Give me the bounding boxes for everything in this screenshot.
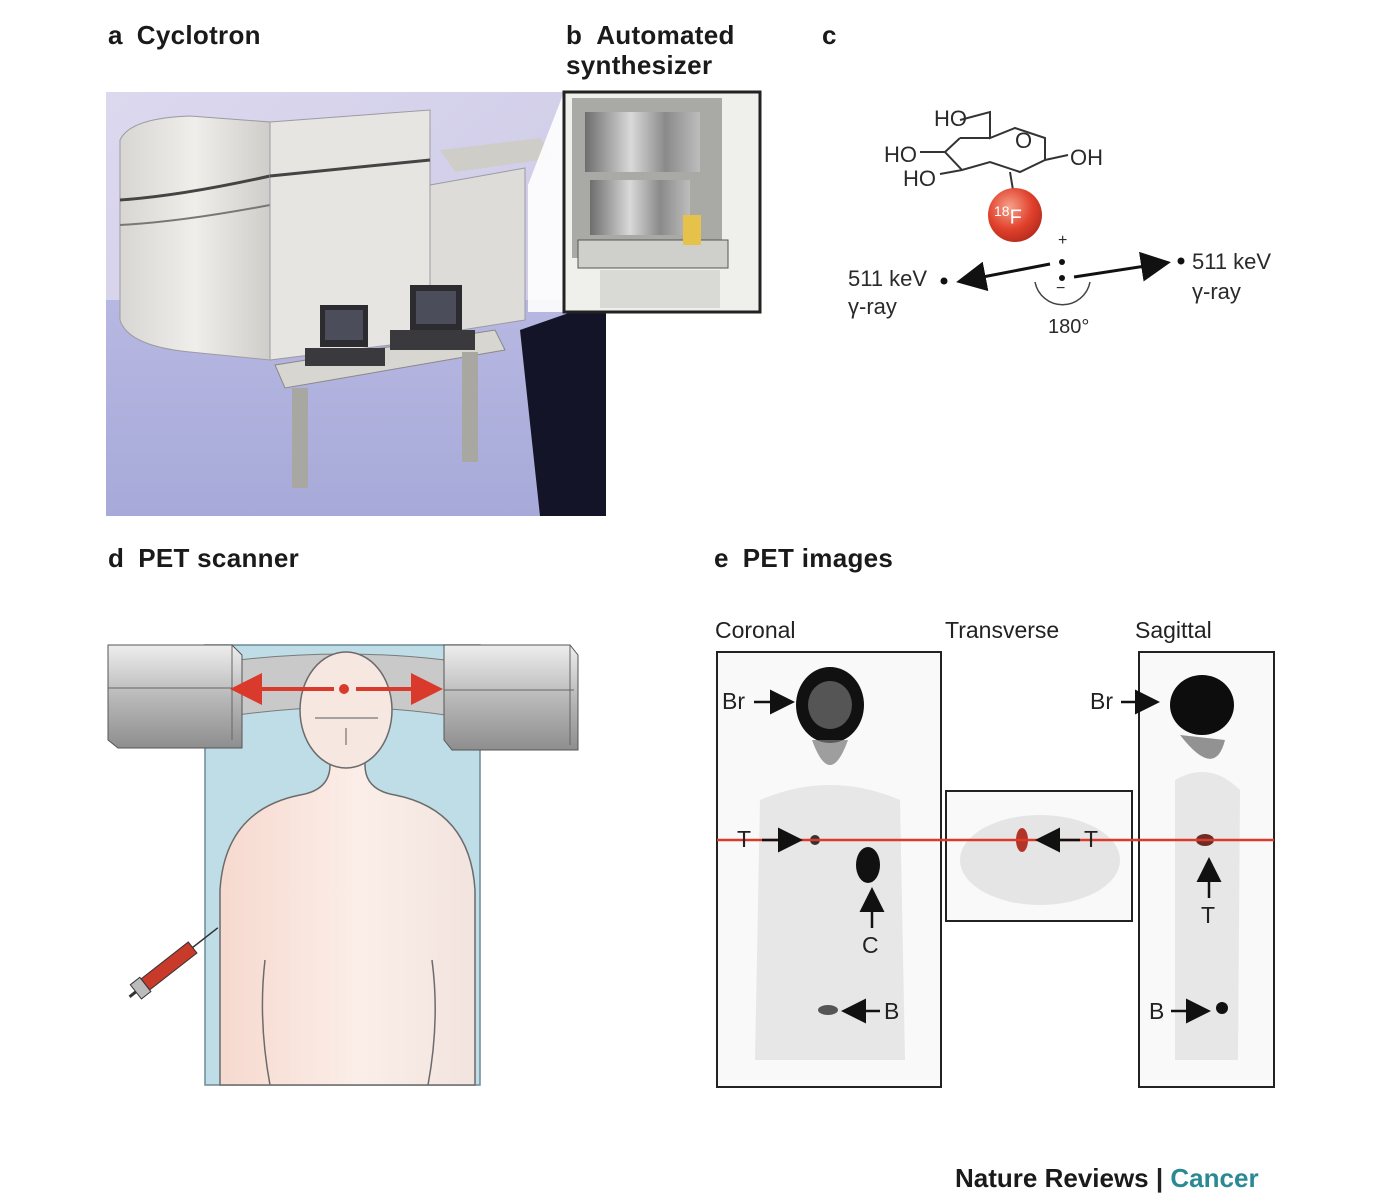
panel-a-letter: a: [108, 20, 123, 50]
journal-brand: Nature Reviews: [955, 1163, 1149, 1193]
panel-b-title: Automated: [596, 20, 735, 50]
panel-d-letter: d: [108, 543, 125, 573]
right-energy-label: 511 keV: [1192, 249, 1272, 274]
hydroxyl-left2-label: HO: [903, 166, 936, 191]
sagittal-brain-marker: Br: [1090, 688, 1113, 714]
synthesizer-photo: [528, 90, 762, 314]
sagittal-tumor-marker: T: [1201, 902, 1216, 928]
coronal-brain-marker: Br: [722, 688, 745, 714]
panel-c-letter: c: [822, 20, 837, 50]
left-photon-dot: [940, 277, 948, 285]
panel-e-letter: e: [714, 543, 729, 573]
patient-head: [299, 651, 393, 769]
coronal-image: [716, 651, 942, 1088]
panel-d-label: d PET scanner: [108, 543, 299, 574]
ring-oxygen-label: O: [1015, 128, 1033, 153]
panel-a-label: a Cyclotron: [108, 20, 261, 51]
hydroxyl-right-label: OH: [1070, 145, 1103, 170]
sagittal-bladder-marker: B: [1149, 998, 1165, 1024]
fluorine-18-atom: [988, 188, 1042, 242]
pet-scanner-illustration: [107, 644, 579, 1086]
panel-e-title: PET images: [742, 543, 894, 573]
positron-sign: +: [1058, 232, 1068, 249]
coronal-bladder-marker: B: [884, 998, 900, 1024]
left-energy-label: 511 keV: [848, 266, 928, 291]
coronal-heart-marker: C: [862, 932, 879, 958]
panel-d-title: PET scanner: [138, 543, 299, 573]
isotope-mass: 18: [994, 203, 1010, 219]
journal-subject: Cancer: [1170, 1163, 1259, 1193]
panel-c-label: c: [822, 20, 837, 51]
panel-a-title: Cyclotron: [136, 20, 261, 50]
journal-separator: |: [1155, 1163, 1164, 1193]
panel-b-title-line2: synthesizer: [566, 50, 713, 80]
left-detector-block: [107, 644, 243, 749]
left-ray-label: γ-ray: [848, 294, 897, 319]
hydroxyl-top-label: HO: [934, 106, 967, 131]
positron-annihilation: [1034, 259, 1091, 306]
right-photon-dot: [1177, 257, 1185, 265]
left-gamma-arrow: [956, 261, 1051, 292]
electron-sign: −: [1056, 280, 1066, 297]
transverse-tumor-marker: T: [1084, 826, 1099, 852]
panel-b-letter: b: [566, 20, 583, 50]
right-detector-block: [443, 644, 579, 751]
isotope-symbol: F: [1009, 206, 1022, 229]
syringe-icon: [128, 927, 219, 1000]
coronal-tumor-marker: T: [737, 826, 752, 852]
journal-credit: Nature Reviews | Cancer: [955, 1163, 1259, 1194]
angle-label: 180°: [1048, 316, 1090, 338]
right-ray-label: γ-ray: [1192, 279, 1241, 304]
cyclotron-photo: [106, 92, 606, 516]
panel-b-label: b Automated synthesizer: [566, 20, 735, 80]
coronal-view-label: Coronal: [715, 617, 796, 643]
sagittal-view-label: Sagittal: [1135, 617, 1212, 643]
right-gamma-arrow: [1073, 251, 1171, 282]
transverse-view-label: Transverse: [945, 617, 1060, 643]
transverse-image: [945, 790, 1133, 922]
panel-e-label: e PET images: [714, 543, 893, 574]
pet-marker-arrows: [754, 689, 1222, 1024]
hydroxyl-left1-label: HO: [884, 142, 917, 167]
fluorine-18-label: 18F: [994, 203, 1022, 230]
